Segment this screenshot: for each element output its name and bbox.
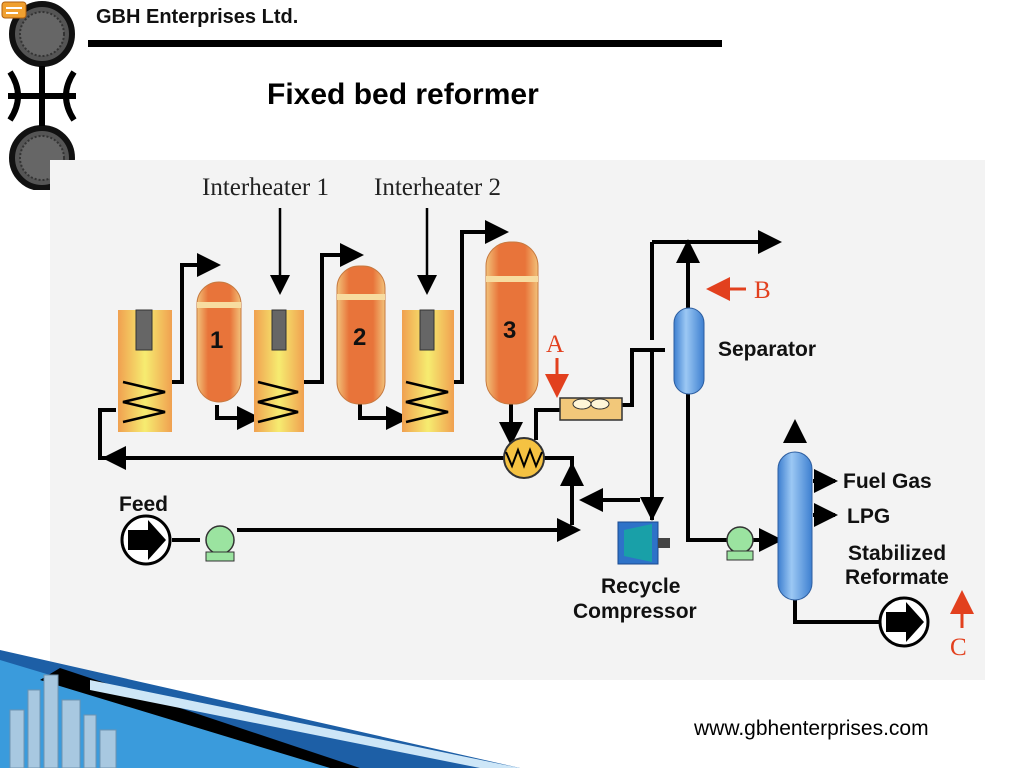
marker-b: B: [706, 277, 771, 304]
marker-c-label: C: [950, 634, 967, 661]
furnace-1: [118, 309, 172, 432]
stabilized-label: Stabilized: [848, 542, 946, 565]
reactor-1: 1: [196, 281, 242, 403]
heat-exchanger: [503, 437, 545, 479]
furnace-2: [254, 309, 304, 432]
compressor-label: Compressor: [573, 600, 697, 623]
slide-title: Fixed bed reformer: [267, 78, 539, 111]
recycle-compressor: [617, 521, 670, 565]
stabilizer-column: [777, 451, 813, 601]
feed-label: Feed: [119, 493, 168, 516]
marker-b-label: B: [754, 277, 771, 304]
marker-a-label: A: [546, 331, 564, 358]
process-piping: [98, 230, 880, 624]
interheater-2-label: Interheater 2: [374, 174, 501, 201]
reformate-label: Reformate: [845, 566, 949, 589]
marker-a: A: [545, 331, 569, 398]
product-pump: [726, 526, 754, 561]
reactor-2-number: 2: [353, 324, 366, 351]
separator-label: Separator: [718, 338, 816, 361]
title-divider: [88, 40, 722, 47]
company-name: GBH Enterprises Ltd.: [96, 6, 299, 28]
lpg-label: LPG: [847, 505, 890, 528]
feed-inlet-arrow-icon: [120, 514, 172, 566]
reactor-2: 2: [336, 265, 386, 405]
interheater-1-label: Interheater 1: [202, 174, 329, 201]
industrial-skyline-icon: [0, 650, 520, 768]
website-url: www.gbhenterprises.com: [694, 717, 929, 740]
reactor-3-number: 3: [503, 317, 516, 344]
reactor-1-number: 1: [210, 327, 223, 354]
recycle-label: Recycle: [601, 575, 680, 598]
reactor-3: 3: [485, 241, 539, 405]
air-cooler: [559, 397, 623, 421]
gbh-circles-logo-icon: [1, 1, 77, 190]
reformate-outlet-arrow-icon: [878, 596, 930, 648]
separator-vessel: [673, 307, 705, 395]
fuel-gas-label: Fuel Gas: [843, 470, 932, 493]
furnace-3: [402, 309, 454, 432]
feed-pump: [205, 525, 235, 562]
marker-c: C: [950, 590, 974, 661]
